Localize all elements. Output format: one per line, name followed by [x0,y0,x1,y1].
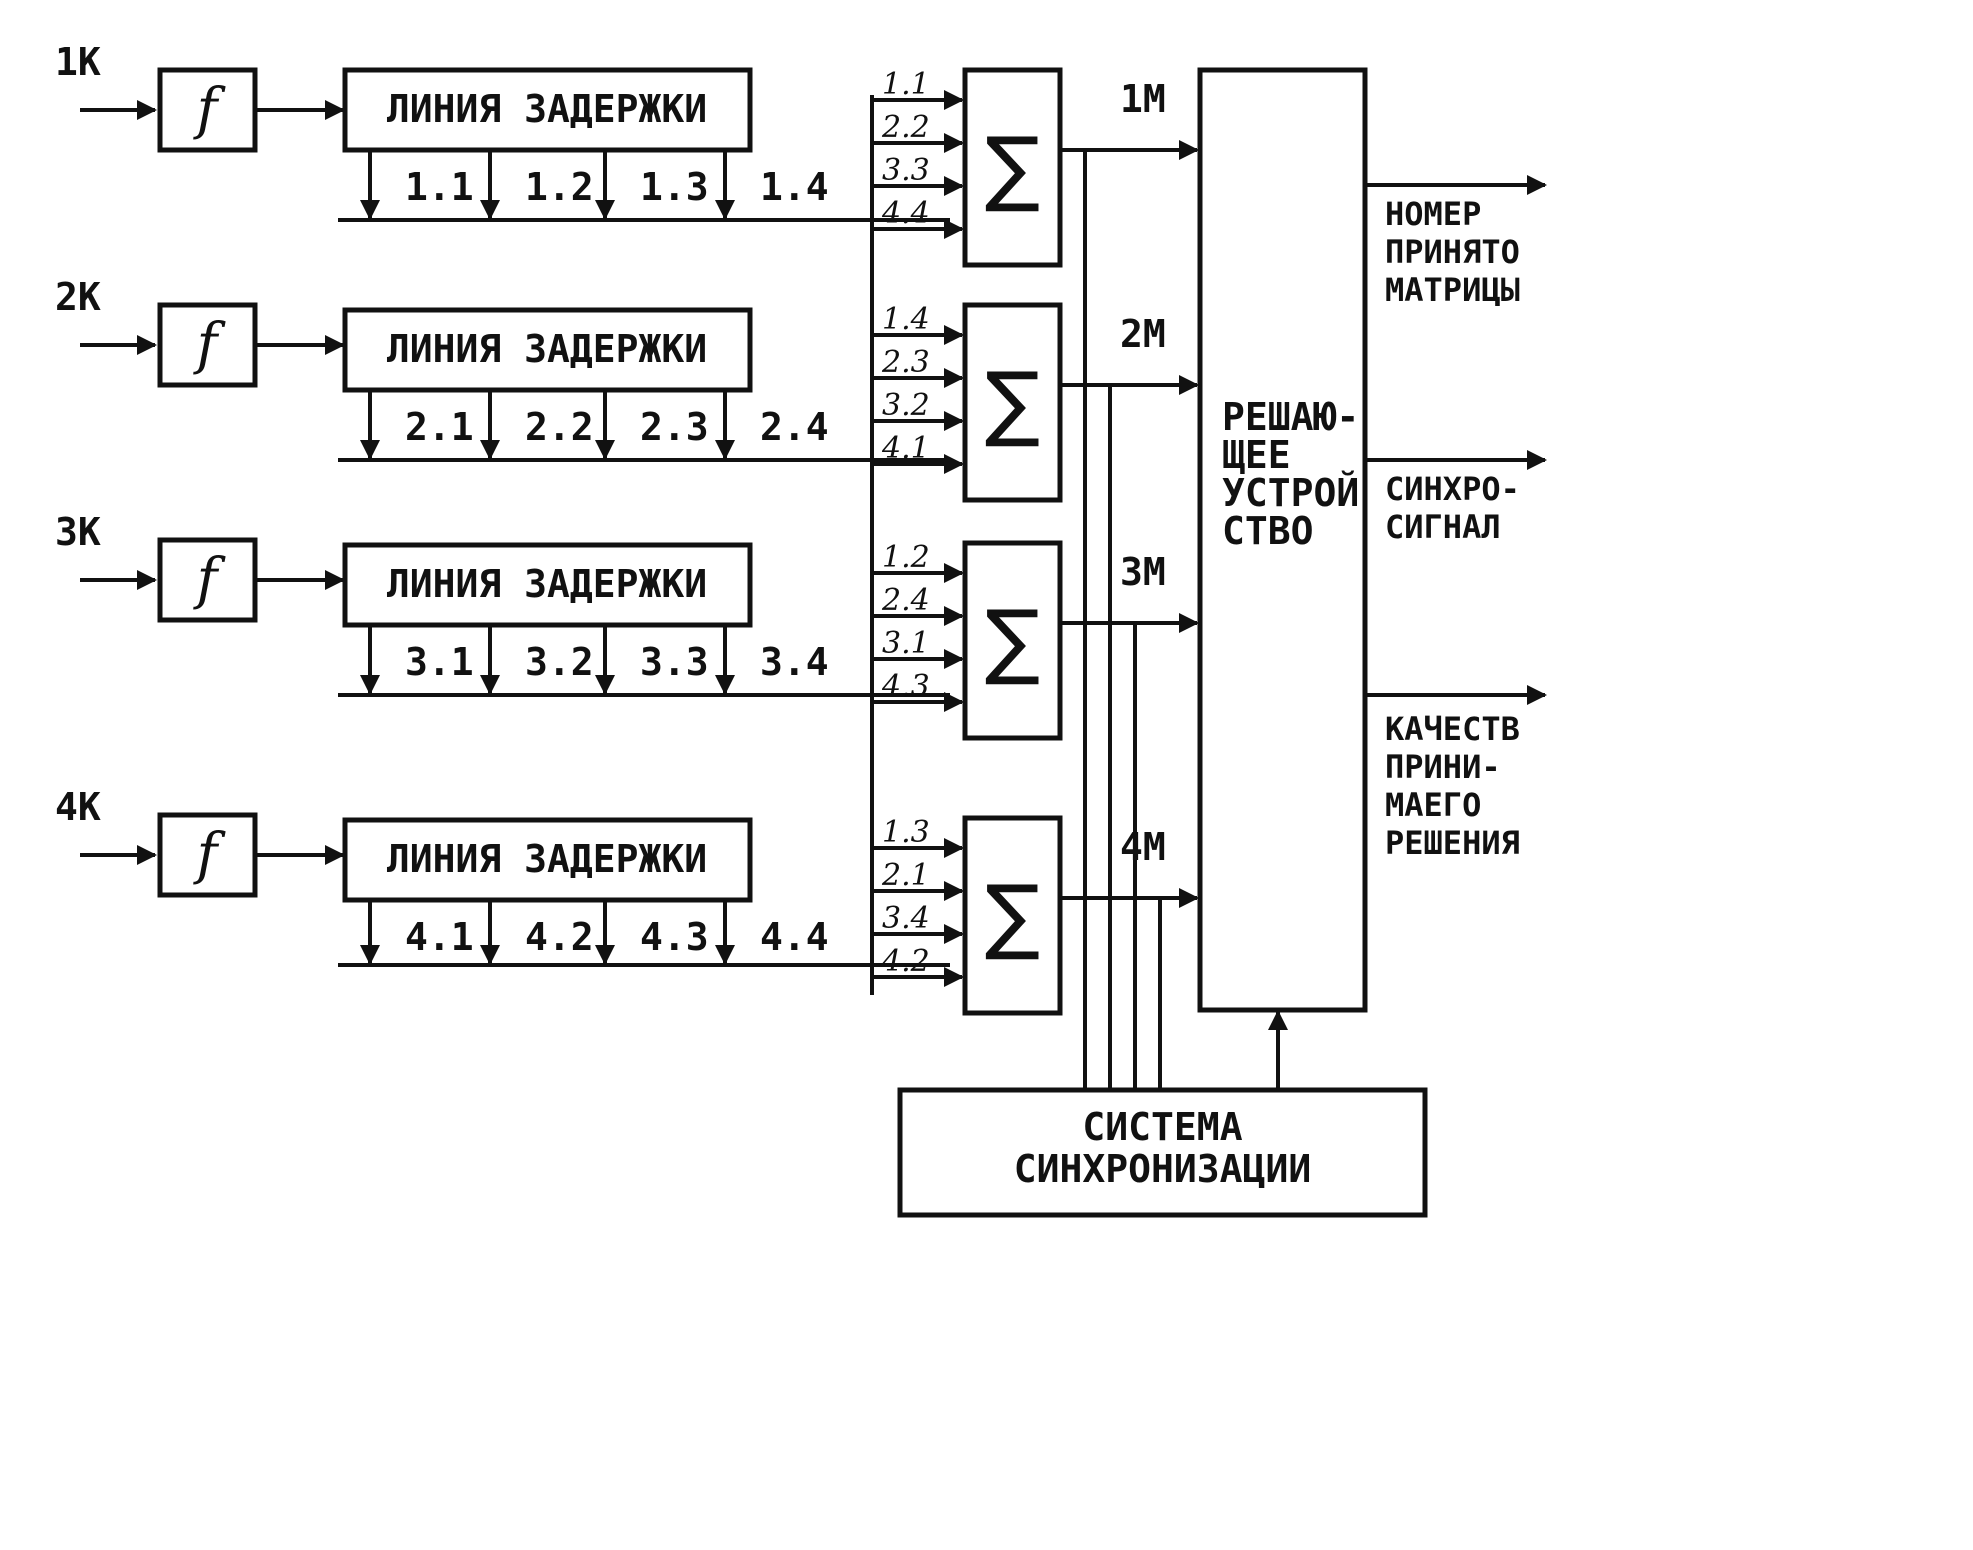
matrix-output-label: 1M [1120,77,1166,121]
delay-line-label: ЛИНИЯ ЗАДЕРЖКИ [387,327,707,371]
tap-label: 1.4 [760,165,829,209]
output-label: ПРИНИ- [1385,748,1501,786]
channel-input-label: 4K [55,785,101,829]
output-label: СИГНАЛ [1385,508,1501,546]
tap-label: 2.3 [640,405,709,449]
tap-label: 3.1 [405,640,474,684]
output-label: НОМЕР [1385,195,1481,233]
delay-line-box [342,817,753,903]
filter-box [157,67,258,153]
filter-box [157,537,258,623]
summer-box [962,302,1063,503]
summer-input-label: 3.3 [882,153,930,188]
summer-input-label: 3.2 [882,388,930,423]
filter-box [157,812,258,898]
tap-label: 2.1 [405,405,474,449]
delay-line-box [342,542,753,628]
tap-label: 4.4 [760,915,829,959]
summer-input-label: 4.3 [881,669,930,704]
output-label: МАТРИЦЫ [1385,271,1520,309]
sync-system-label: СИНХРОНИЗАЦИИ [1014,1147,1311,1191]
tap-label: 4.3 [640,915,709,959]
summer-input-label: 2.2 [881,110,930,145]
summer-box [962,67,1063,268]
summer-input-label: 3.4 [882,901,930,936]
decision-device-label: УСТРОЙ [1222,471,1359,515]
tap-label: 2.4 [760,405,829,449]
tap-label: 1.2 [525,165,594,209]
summer-input-label: 1.2 [882,540,930,575]
matrix-output-label: 4M [1120,825,1166,869]
sync-system-label: СИСТЕМА [1082,1105,1242,1149]
tap-label: 3.2 [525,640,594,684]
summer-input-label: 1.1 [882,67,930,102]
summer-input-label: 4.4 [881,196,930,231]
output-label: РЕШЕНИЯ [1385,824,1520,862]
sync-system-box [897,1087,1428,1218]
tap-label: 3.3 [640,640,709,684]
delay-line-box [342,67,753,153]
delay-line-label: ЛИНИЯ ЗАДЕРЖКИ [387,837,707,881]
output-label: СИНХРО- [1385,470,1520,508]
filter-box [157,302,258,388]
tap-label: 1.1 [405,165,474,209]
sigma-icon: ∑ [985,594,1040,689]
tap-label: 1.3 [640,165,709,209]
sigma-icon: ∑ [985,869,1040,964]
summer-input-label: 2.1 [881,858,930,893]
tap-label: 4.1 [405,915,474,959]
decision-device-label: ЩЕЕ [1222,433,1291,477]
summer-input-label: 4.2 [881,944,930,979]
summer-input-label: 2.3 [881,345,930,380]
delay-line-box [342,307,753,393]
matrix-output-label: 2M [1120,312,1166,356]
output-label: КАЧЕСТВ [1385,710,1520,748]
decision-device-box [1197,67,1368,1013]
output-label: МАЕГО [1385,786,1481,824]
sigma-icon: ∑ [985,356,1040,451]
channel-input-label: 2K [55,275,101,319]
summer-input-label: 1.3 [882,815,930,850]
summer-input-label: 4.1 [881,431,930,466]
channel-input-label: 3K [55,510,101,554]
tap-label: 2.2 [525,405,594,449]
sigma-icon: ∑ [985,121,1040,216]
decision-device-label: СТВО [1222,509,1314,553]
channel-input-label: 1K [55,40,101,84]
delay-line-label: ЛИНИЯ ЗАДЕРЖКИ [387,562,707,606]
delay-line-label: ЛИНИЯ ЗАДЕРЖКИ [387,87,707,131]
summer-input-label: 1.4 [882,302,930,337]
summer-box [962,540,1063,741]
summer-box [962,815,1063,1016]
matrix-output-label: 3M [1120,550,1166,594]
tap-label: 3.4 [760,640,829,684]
summer-input-label: 3.1 [882,626,930,661]
decision-device-label: РЕШАЮ- [1222,395,1359,439]
summer-input-label: 2.4 [881,583,930,618]
tap-label: 4.2 [525,915,594,959]
output-label: ПРИНЯТО [1385,233,1520,271]
